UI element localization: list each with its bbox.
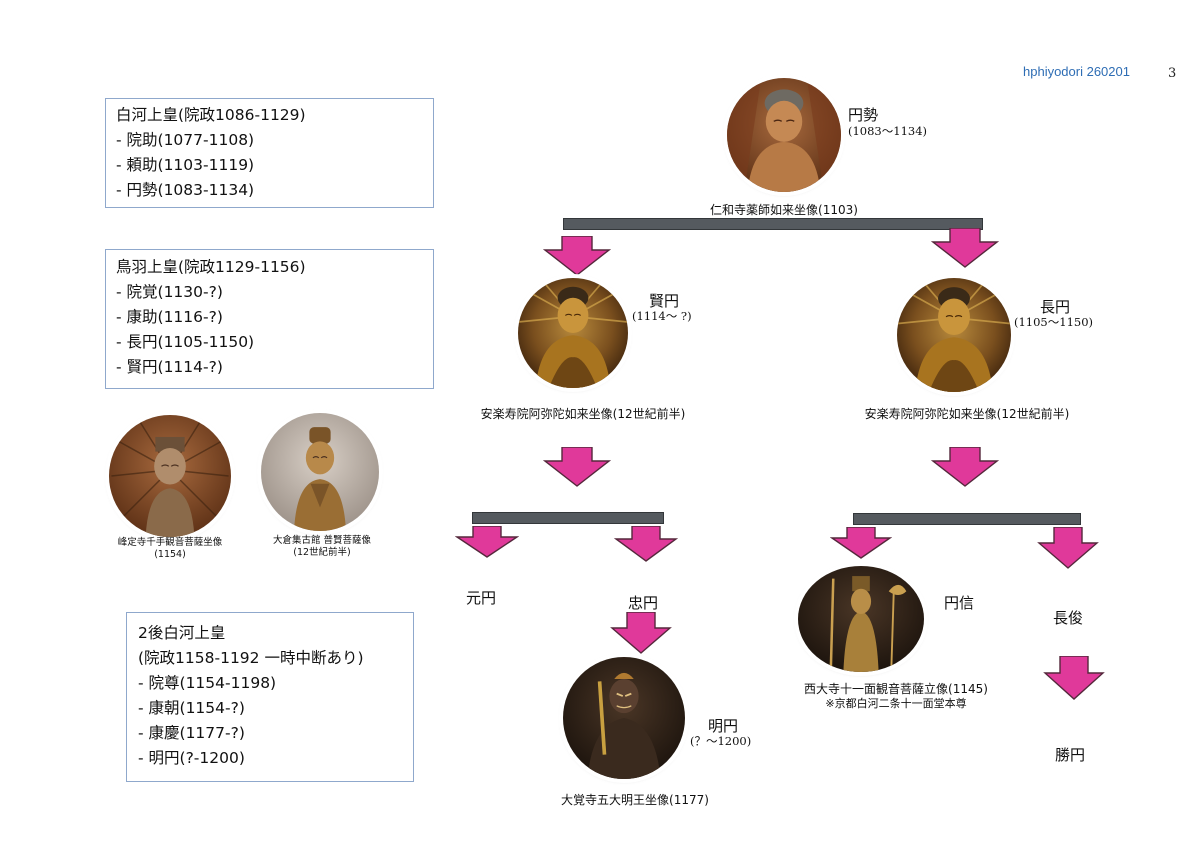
side-caption-2: 大倉集古館 普賢菩薩像 (12世紀前半): [272, 535, 372, 558]
arrow-down-icon: [543, 447, 611, 487]
genen-name: 元円: [466, 589, 497, 607]
cloister-box-shirakawa: 白河上皇(院政1086-1129) - 院助(1077-1108) - 頼助(1…: [105, 98, 434, 208]
myoen-statue-image: [563, 657, 685, 779]
cloister-box-toba: 鳥羽上皇(院政1129-1156) - 院覚(1130-?) - 康助(1116…: [105, 249, 434, 389]
author-tag: hphiyodori 260201: [1023, 64, 1130, 79]
page-number: 3: [1168, 66, 1177, 81]
arrow-down-icon: [455, 526, 519, 558]
box-line: - 円勢(1083-1134): [116, 181, 255, 199]
branch-bar-kenen: [472, 512, 664, 524]
shoen-name: 勝円: [1055, 746, 1086, 764]
box-line: - 頼助(1103-1119): [116, 156, 255, 174]
box-line: 2後白河上皇: [138, 624, 226, 642]
senju-kannon-icon: [109, 415, 231, 537]
branch-bar-top: [563, 218, 983, 230]
ensei-dates: (1083〜1134): [848, 124, 928, 138]
enshin-name: 円信: [944, 594, 975, 612]
ensei-statue-image: [727, 78, 841, 192]
kenen-caption: 安楽寿院阿弥陀如来坐像(12世紀前半): [480, 407, 686, 421]
box-line: 白河上皇(院政1086-1129): [116, 106, 306, 124]
box-line: - 院助(1077-1108): [116, 131, 255, 149]
choen-statue-image: [897, 278, 1011, 392]
choen-dates: (1105〜1150): [1014, 315, 1094, 329]
box-line: - 康慶(1177-?): [138, 724, 245, 742]
choen-name: 長円: [1040, 298, 1071, 316]
box-line: - 院覚(1130-?): [116, 283, 223, 301]
arrow-down-icon: [931, 447, 999, 487]
myoen-name: 明円: [708, 717, 739, 735]
arrow-down-icon: [830, 527, 892, 559]
myoen-caption: 大覚寺五大明王坐像(1177): [561, 793, 709, 807]
box-line: - 康助(1116-?): [116, 308, 223, 326]
kenen-dates: (1114〜 ?): [632, 309, 692, 323]
ensei-name: 円勢: [848, 106, 879, 124]
enshin-caption: 西大寺十一面観音菩薩立像(1145): [804, 682, 988, 696]
arrow-down-icon: [1043, 656, 1105, 700]
chojun-name: 長俊: [1053, 609, 1084, 627]
choen-caption: 安楽寿院阿弥陀如来坐像(12世紀前半): [864, 407, 1070, 421]
kenen-statue-image: [518, 278, 628, 388]
arrow-down-icon: [614, 526, 678, 562]
arrow-down-icon: [931, 228, 999, 268]
enshin-note: ※京都白河二条十一面堂本尊: [825, 697, 967, 710]
box-line: 鳥羽上皇(院政1129-1156): [116, 258, 306, 276]
arrow-down-icon: [610, 612, 672, 654]
branch-bar-choen: [853, 513, 1081, 525]
box-line: - 院尊(1154-1198): [138, 674, 277, 692]
fugen-statue-icon: [261, 413, 379, 531]
box-line: - 賢円(1114-?): [116, 358, 223, 376]
cloister-box-goshirakawa: 2後白河上皇 (院政1158-1192 一時中断あり) - 院尊(1154-11…: [126, 612, 414, 782]
myoen-dates: (？〜1200): [690, 734, 752, 748]
arrow-down-icon: [1037, 527, 1099, 569]
ensei-caption: 仁和寺薬師如来坐像(1103): [710, 203, 858, 217]
arrow-down-icon: [543, 236, 611, 276]
kenen-name: 賢円: [649, 292, 680, 310]
box-line: (院政1158-1192 一時中断あり): [138, 649, 364, 667]
box-line: - 明円(?-1200): [138, 749, 245, 767]
box-line: - 康朝(1154-?): [138, 699, 245, 717]
enshin-statue-image: [798, 566, 924, 672]
side-caption-1: 峰定寺千手観音菩薩坐像 (1154): [117, 537, 223, 560]
box-line: - 長円(1105-1150): [116, 333, 255, 351]
chuen-name: 忠円: [628, 594, 659, 612]
